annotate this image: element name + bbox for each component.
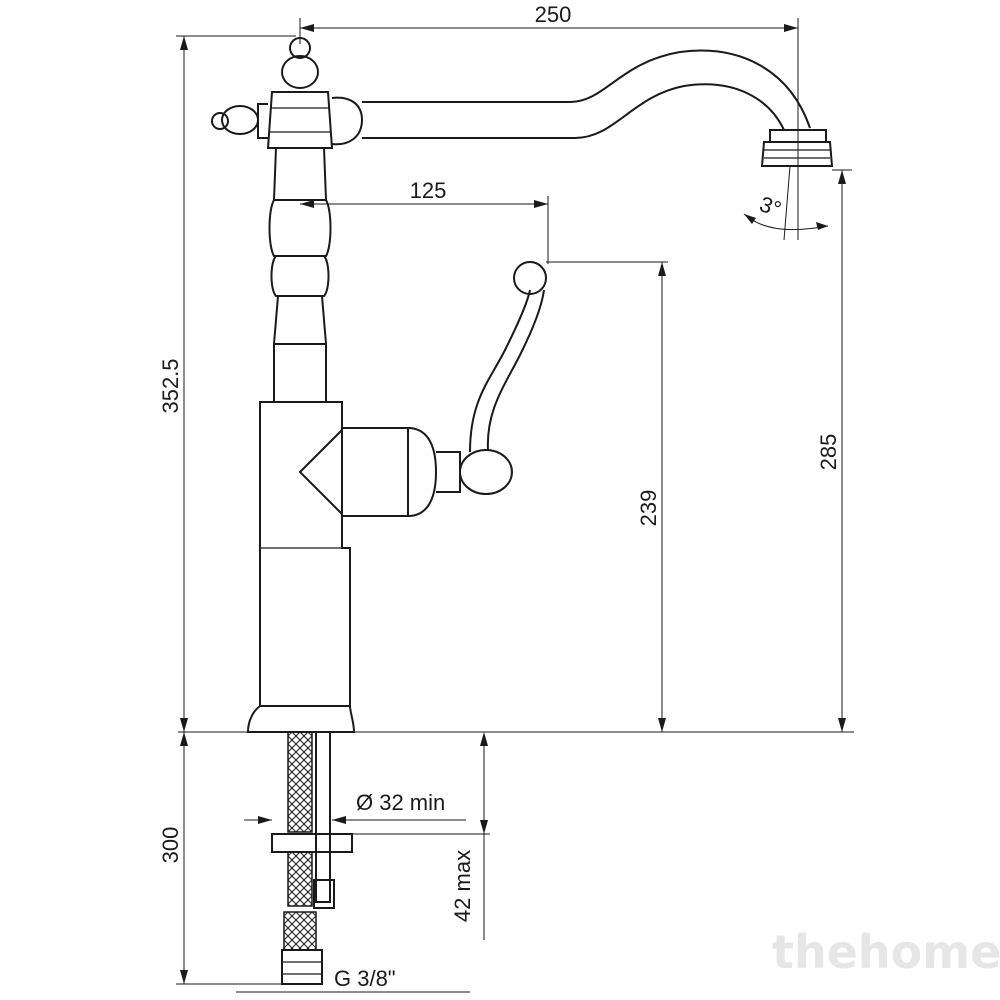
dim-spout-angle: 3° — [743, 165, 829, 241]
dim-spout-height: 285 — [816, 169, 852, 732]
lever-handle — [298, 261, 547, 518]
dim-hole-diameter-label: Ø 32 min — [356, 790, 445, 815]
faucet-body — [211, 37, 364, 733]
dim-lever-offset: 125 — [300, 178, 549, 264]
dim-counter-thickness: 42 max — [352, 732, 490, 940]
dim-total-height-label: 352.5 — [158, 358, 183, 413]
dim-total-height: 352.5 — [158, 35, 296, 732]
dim-counter-thickness-label: 42 max — [450, 850, 475, 922]
dim-connection-thread: G 3/8" — [236, 966, 470, 993]
spout — [362, 49, 834, 167]
mounting-hardware — [271, 731, 353, 985]
dim-spout-angle-label: 3° — [756, 191, 784, 222]
watermark-logo: thehome — [772, 925, 1000, 979]
dim-spout-reach-label: 250 — [535, 2, 572, 27]
dim-below-counter-label: 300 — [158, 827, 183, 864]
dim-spout-reach: 250 — [299, 2, 799, 240]
dim-lever-offset-label: 125 — [410, 178, 447, 203]
dim-lever-height-label: 239 — [636, 490, 661, 527]
dim-connection-thread-label: G 3/8" — [334, 966, 396, 991]
dim-hole-diameter: Ø 32 min — [244, 790, 466, 824]
dim-lever-height: 239 — [546, 261, 668, 732]
dim-spout-height-label: 285 — [816, 434, 841, 471]
dim-below-counter: 300 — [158, 732, 282, 985]
